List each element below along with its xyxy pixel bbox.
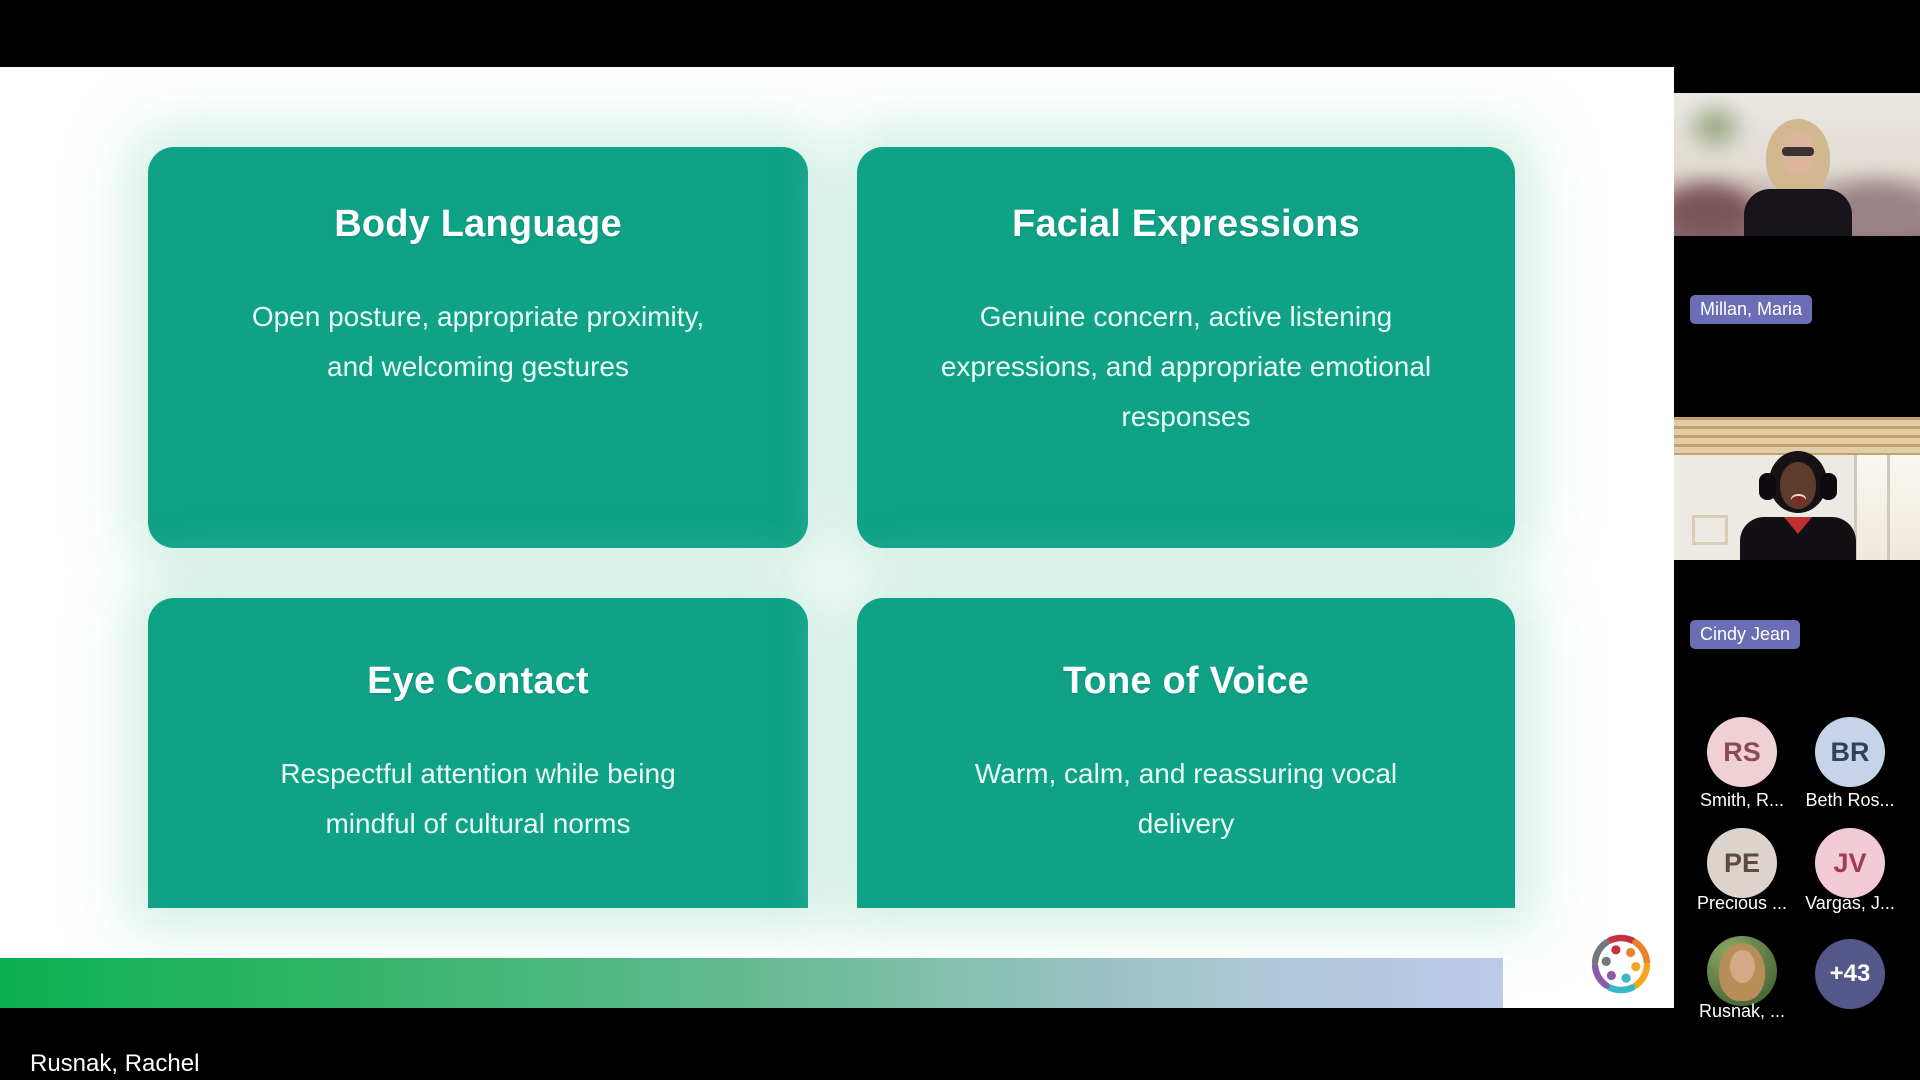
overflow-count: +43	[1829, 960, 1871, 987]
avatar-label: Beth Ros...	[1805, 790, 1895, 810]
participant-video-tile[interactable]	[1674, 93, 1920, 236]
slide-card-facial-expressions: Facial Expressions Genuine concern, acti…	[857, 147, 1515, 548]
participant-photo-avatar[interactable]	[1707, 936, 1777, 1006]
card-body-line: expressions, and appropriate emotional	[940, 351, 1432, 382]
participant-name-pill: Millan, Maria	[1690, 295, 1813, 324]
shared-screen-stage: Body Language Open posture, appropriate …	[0, 67, 1674, 1008]
participant-avatar[interactable]: BR	[1815, 717, 1885, 787]
headphone-cup	[1820, 473, 1837, 500]
card-title: Tone of Voice	[1062, 660, 1310, 702]
meeting-bottom-bar: Rusnak, Rachel	[0, 1008, 1920, 1080]
window	[1854, 455, 1920, 560]
avatar-initials: BR	[1830, 736, 1870, 767]
headphone-cup	[1759, 473, 1776, 500]
participant-name-pill: Cindy Jean	[1690, 620, 1801, 649]
slide-card-body-language: Body Language Open posture, appropriate …	[148, 147, 808, 548]
avatar-label: Rusnak, ...	[1698, 1001, 1786, 1021]
overflow-count-badge[interactable]: +43	[1815, 939, 1885, 1009]
card-body-line: delivery	[1137, 808, 1235, 839]
avatar-face	[1730, 950, 1755, 983]
avatar-label: Vargas, J...	[1805, 893, 1895, 913]
participant-glasses	[1782, 147, 1814, 156]
card-body-line: Open posture, appropriate proximity,	[251, 301, 705, 332]
participants-rail: Millan, Maria Cindy Jean RS BR Smith, R.…	[1674, 0, 1920, 1080]
community-circle-logo	[1591, 934, 1651, 994]
participant-avatar[interactable]: PE	[1707, 828, 1777, 898]
avatar-label: Precious ...	[1696, 893, 1788, 913]
avatar-initials: RS	[1723, 736, 1761, 767]
avatar-initials: JV	[1833, 847, 1867, 878]
avatar-initials: PE	[1723, 847, 1761, 878]
card-title: Facial Expressions	[1012, 203, 1360, 245]
card-body-line: mindful of cultural norms	[325, 808, 631, 839]
avatar-label: Smith, R...	[1699, 790, 1784, 810]
slide-card-tone-of-voice: Tone of Voice Warm, calm, and reassuring…	[857, 598, 1515, 908]
chair-decor	[1692, 515, 1728, 545]
participant-avatar[interactable]: RS	[1707, 717, 1777, 787]
card-title: Eye Contact	[367, 660, 589, 702]
slide-card-eye-contact: Eye Contact Respectful attention while b…	[148, 598, 808, 908]
blurred-furniture	[1674, 184, 1756, 236]
card-body-line: responses	[1121, 401, 1251, 432]
participant-avatar[interactable]: JV	[1815, 828, 1885, 898]
card-body-line: Genuine concern, active listening	[979, 301, 1393, 332]
wood-ceiling	[1674, 417, 1920, 455]
participant-body	[1744, 189, 1852, 236]
card-body-line: Warm, calm, and reassuring vocal	[974, 758, 1398, 789]
participant-video-tile[interactable]	[1674, 417, 1920, 560]
plant-decor	[1680, 97, 1750, 157]
slide-accent-bar	[0, 958, 1503, 1008]
card-body-line: Respectful attention while being	[280, 758, 676, 789]
participant-mouth	[1791, 494, 1806, 505]
card-title: Body Language	[334, 203, 622, 245]
presenter-name-label: Rusnak, Rachel	[30, 1050, 200, 1077]
card-body-line: and welcoming gestures	[327, 351, 629, 382]
